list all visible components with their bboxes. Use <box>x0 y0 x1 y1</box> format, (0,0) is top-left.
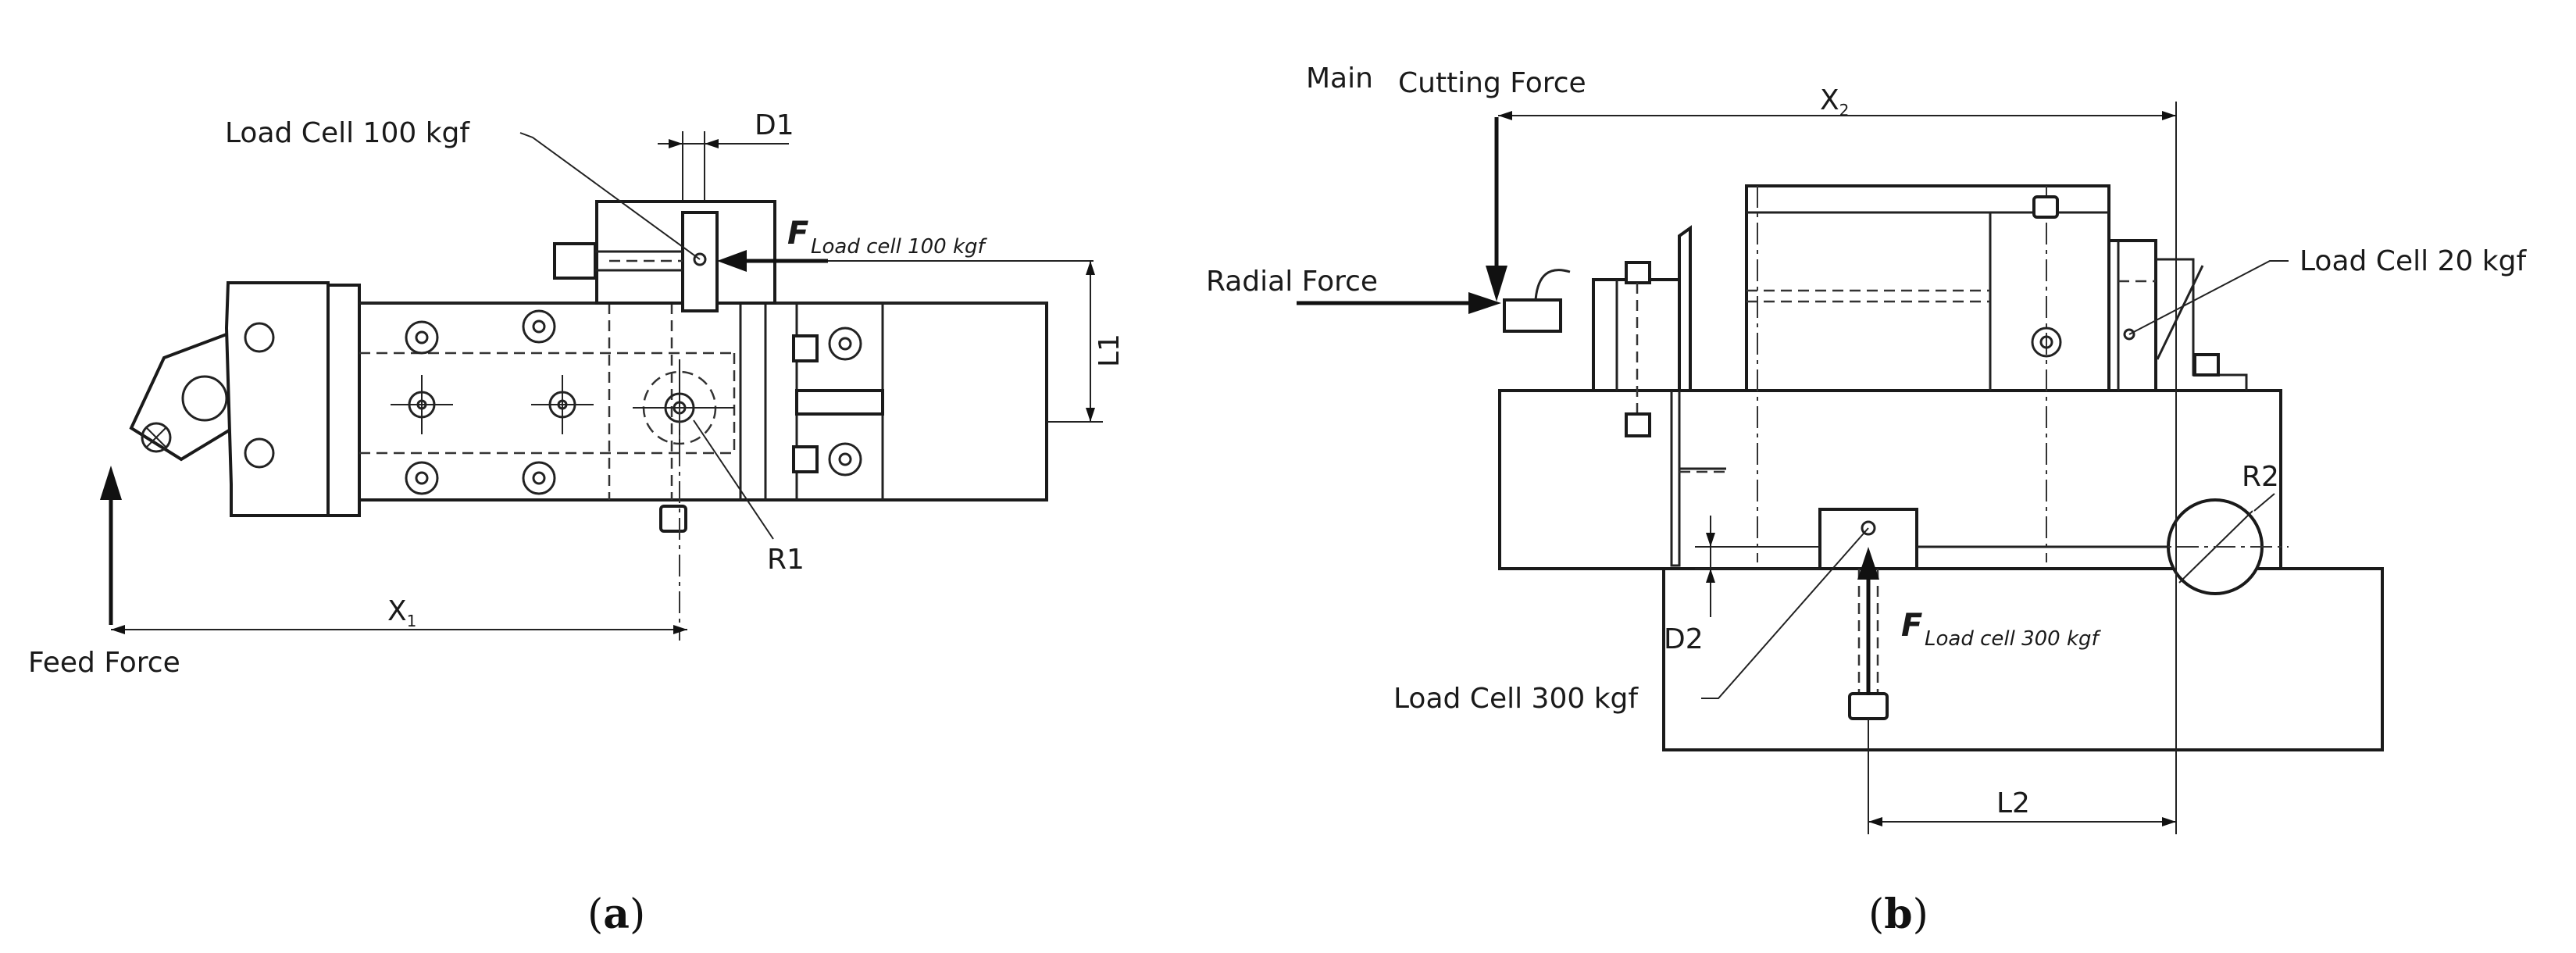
force-arrow-load-cell-300 <box>1857 547 1879 695</box>
label-r1: R1 <box>767 544 805 576</box>
force-label-main: F <box>787 216 808 252</box>
leader-load-cell-100 <box>519 132 701 260</box>
label-x2: X2 <box>1820 84 1849 120</box>
dimension-d2 <box>1695 516 1820 617</box>
dimension-x1 <box>111 625 687 634</box>
dimension-l1 <box>1047 261 1103 423</box>
label-load-cell-20: Load Cell 20 kgf <box>2299 245 2527 277</box>
main-cutting-force-arrow <box>1486 117 1507 302</box>
leader-load-cell-300 <box>1701 527 1869 699</box>
pivot-r2 <box>1917 498 2289 595</box>
label-r2: R2 <box>2242 461 2279 493</box>
panel-b: Load Cell 20 kgf F Load <box>1206 23 2560 938</box>
caption-b: (b) <box>1868 891 1928 938</box>
tool-holder-b <box>1503 225 1726 567</box>
tool-holder-body <box>358 302 1048 501</box>
force-arrow-load-cell-100 <box>717 250 1094 272</box>
label-feed-force: Feed Force <box>28 647 180 679</box>
label-load-cell-300: Load Cell 300 kgf <box>1393 683 1639 715</box>
bottom-pin <box>659 505 687 533</box>
tool-insert <box>129 332 251 462</box>
leader-r1 <box>693 419 774 540</box>
label-main: Main <box>1306 62 1373 95</box>
feed-force-arrow <box>100 466 122 625</box>
dimension-x2 <box>1498 111 2176 120</box>
label-load-cell-100: Load Cell 100 kgf <box>225 117 470 149</box>
caption-a: (a) <box>587 891 645 938</box>
right-block <box>739 303 884 500</box>
label-d1: D1 <box>755 109 794 141</box>
label-x1: X1 <box>387 595 416 630</box>
panel-a: F Load cell 100 kgf D1 Load Cell 100 kgf… <box>16 31 1203 938</box>
label-d2: D2 <box>1664 623 1704 655</box>
label-radial-force: Radial Force <box>1206 266 1378 298</box>
tool-holder-head <box>224 281 361 517</box>
force-label-b-sub: Load cell 300 kgf <box>1925 627 2102 651</box>
label-l1: L1 <box>1094 334 1126 367</box>
label-l2: L2 <box>1996 787 2030 819</box>
leader-r2 <box>2253 493 2275 512</box>
load-cell-20-assembly <box>2107 239 2248 392</box>
dimension-d1 <box>658 131 789 200</box>
body-bolts <box>391 309 594 495</box>
force-label-sub: Load cell 100 kgf <box>811 235 988 259</box>
force-label-b-main: F <box>1901 608 1922 644</box>
radial-force-arrow <box>1297 292 1501 314</box>
label-cutting-force: Cutting Force <box>1398 67 1586 99</box>
dimension-l2 <box>1868 817 2176 826</box>
load-cell-100-assembly <box>553 200 776 312</box>
base-plate <box>1662 567 2384 751</box>
